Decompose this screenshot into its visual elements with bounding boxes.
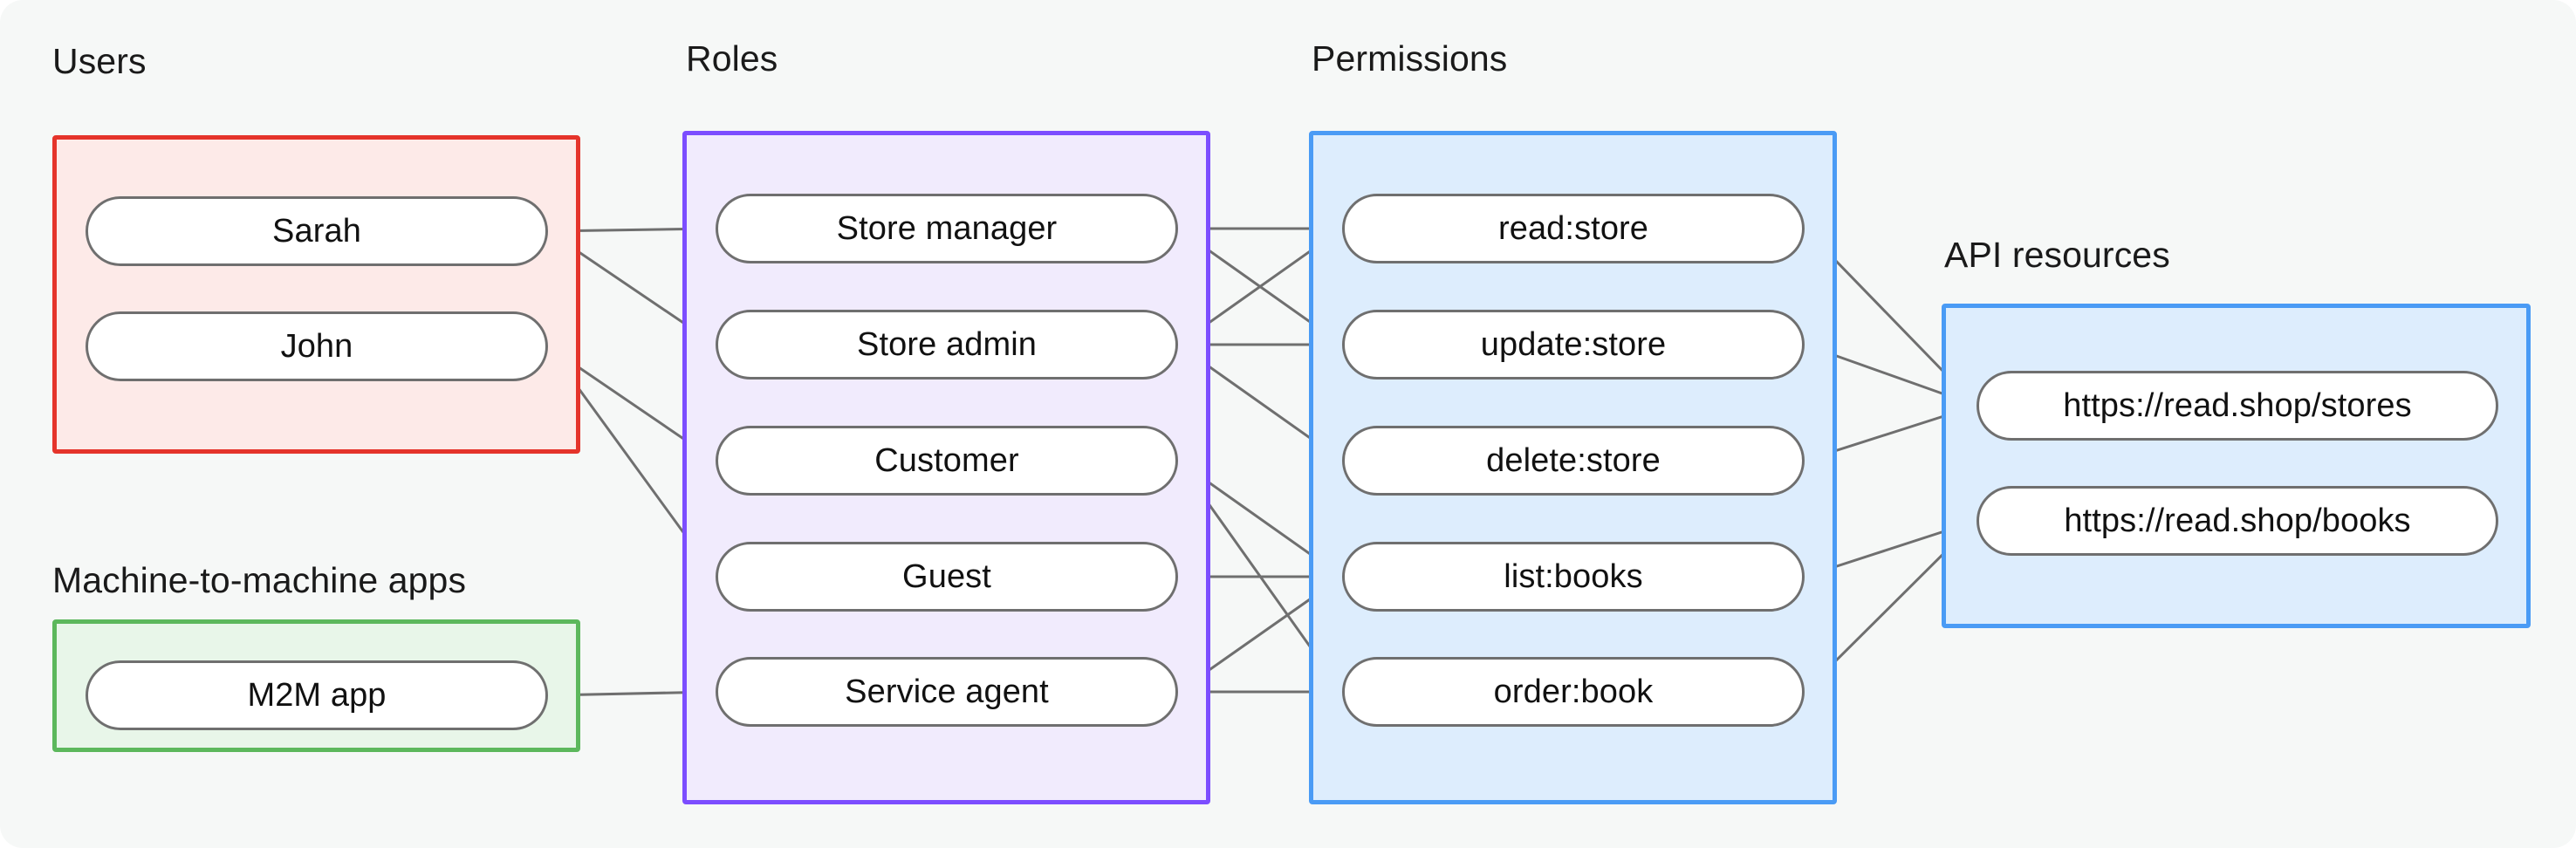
group-box-users	[52, 135, 580, 454]
node-list-books[interactable]: list:books	[1342, 542, 1805, 612]
node-sarah[interactable]: Sarah	[86, 196, 548, 266]
node-res-stores[interactable]: https://read.shop/stores	[1977, 371, 2498, 441]
group-label-permissions: Permissions	[1312, 38, 1508, 79]
node-read-store[interactable]: read:store	[1342, 194, 1805, 263]
group-label-roles: Roles	[686, 38, 778, 79]
node-order-book[interactable]: order:book	[1342, 657, 1805, 727]
node-store-manager[interactable]: Store manager	[716, 194, 1178, 263]
node-m2m-app[interactable]: M2M app	[86, 660, 548, 730]
node-res-books[interactable]: https://read.shop/books	[1977, 486, 2498, 556]
node-john[interactable]: John	[86, 311, 548, 381]
node-service-agent[interactable]: Service agent	[716, 657, 1178, 727]
node-customer[interactable]: Customer	[716, 426, 1178, 496]
node-guest[interactable]: Guest	[716, 542, 1178, 612]
group-label-api-resources: API resources	[1944, 235, 2170, 275]
group-label-users: Users	[52, 41, 147, 81]
node-store-admin[interactable]: Store admin	[716, 310, 1178, 380]
group-box-api-resources	[1942, 304, 2531, 628]
group-label-m2m: Machine-to-machine apps	[52, 560, 467, 600]
node-delete-store[interactable]: delete:store	[1342, 426, 1805, 496]
node-update-store[interactable]: update:store	[1342, 310, 1805, 380]
